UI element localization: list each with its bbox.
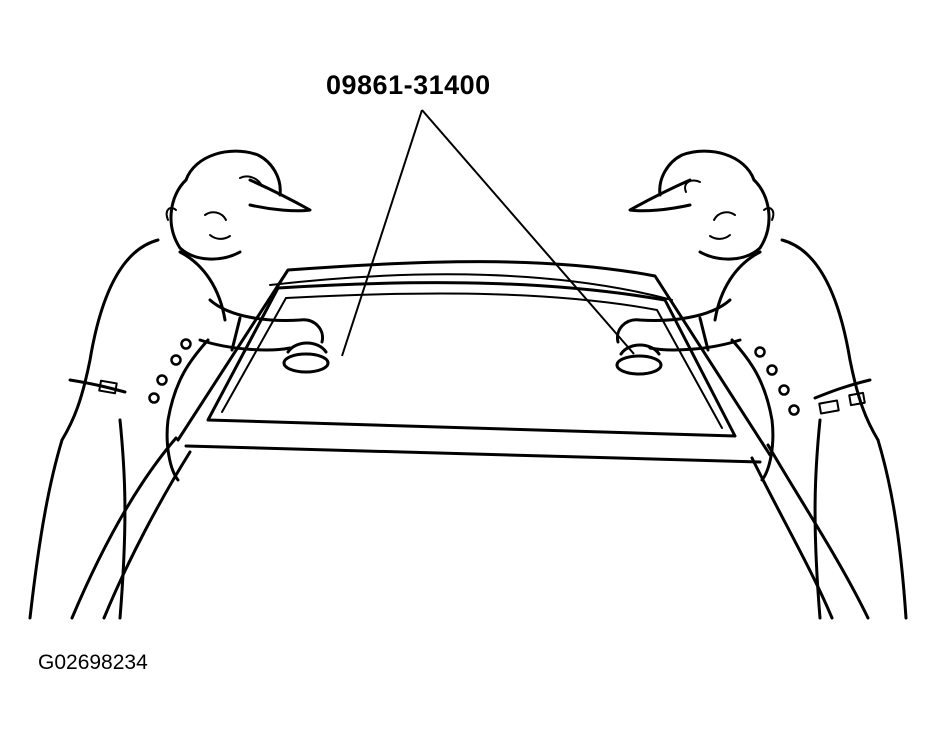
suction-cup-right: [615, 343, 663, 376]
leader-lines: [341, 109, 635, 357]
technician-right: [615, 149, 908, 620]
figure-code: G02698234: [38, 651, 148, 674]
windshield-glass: [176, 260, 772, 457]
car-body: [70, 436, 870, 620]
part-number-label: 09861-31400: [326, 70, 491, 100]
technician-left: [28, 149, 325, 620]
